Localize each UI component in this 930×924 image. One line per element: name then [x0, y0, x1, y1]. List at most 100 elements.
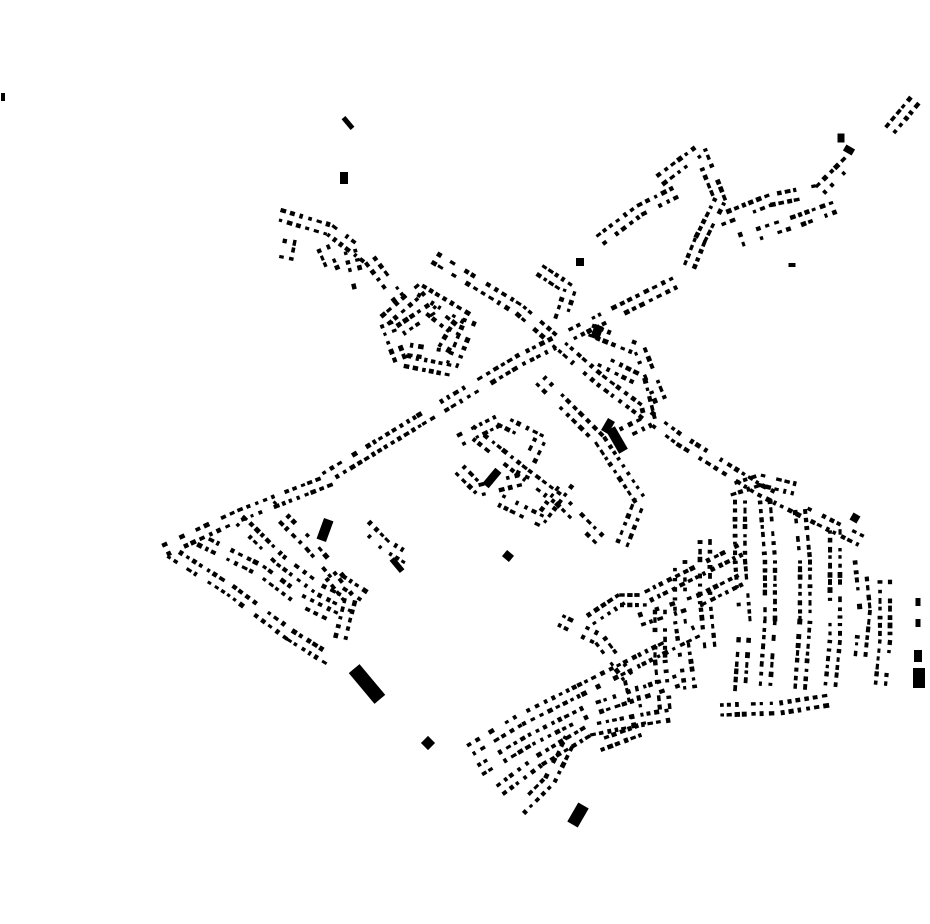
- building: [654, 669, 659, 676]
- building: [836, 648, 842, 654]
- building: [510, 752, 518, 759]
- building: [888, 605, 892, 612]
- building: [597, 362, 603, 368]
- building: [281, 554, 288, 561]
- building: [278, 254, 285, 259]
- building: [385, 306, 393, 314]
- building: [840, 534, 847, 541]
- building: [286, 220, 293, 227]
- building: [291, 485, 298, 492]
- building: [524, 760, 530, 767]
- building: [341, 116, 355, 130]
- building: [738, 552, 744, 559]
- building: [278, 520, 285, 527]
- building: [592, 606, 601, 614]
- building: [828, 555, 832, 559]
- building: [564, 397, 572, 405]
- building: [556, 716, 563, 723]
- building: [907, 109, 914, 116]
- building: [656, 695, 661, 702]
- building: [202, 521, 211, 529]
- building: [557, 348, 563, 355]
- building: [543, 499, 550, 506]
- building: [577, 424, 585, 432]
- building: [745, 661, 749, 668]
- building: [773, 598, 777, 605]
- building: [297, 539, 303, 545]
- building: [624, 403, 631, 410]
- building: [349, 608, 355, 615]
- building: [593, 629, 600, 636]
- building: [589, 732, 597, 737]
- building: [887, 622, 893, 629]
- building: [867, 602, 872, 609]
- building: [556, 304, 562, 310]
- building: [538, 340, 546, 347]
- building: [309, 553, 316, 559]
- building: [606, 426, 628, 454]
- building: [534, 521, 541, 527]
- building: [429, 415, 436, 422]
- building: [233, 560, 239, 567]
- building: [772, 550, 777, 555]
- building: [438, 360, 443, 366]
- building: [763, 607, 767, 613]
- building: [743, 677, 748, 684]
- building: [229, 547, 236, 554]
- building: [631, 339, 638, 346]
- building: [625, 512, 632, 520]
- building: [540, 790, 547, 797]
- building: [694, 441, 702, 449]
- building: [759, 701, 763, 706]
- building: [625, 687, 630, 694]
- building: [450, 319, 458, 327]
- building: [679, 668, 685, 673]
- building: [755, 195, 763, 203]
- building: [321, 659, 328, 666]
- building: [729, 217, 736, 224]
- building: [686, 642, 691, 648]
- building: [434, 291, 441, 298]
- building: [823, 681, 828, 686]
- building: [567, 500, 574, 507]
- building: [744, 573, 749, 580]
- building: [340, 606, 345, 613]
- building: [518, 513, 525, 519]
- building: [375, 276, 382, 282]
- building: [267, 623, 273, 629]
- building: [451, 313, 457, 319]
- building: [709, 596, 717, 603]
- building: [697, 583, 703, 587]
- building: [491, 440, 496, 445]
- building: [538, 505, 546, 513]
- building: [215, 527, 222, 534]
- building: [606, 743, 614, 750]
- building: [461, 441, 467, 447]
- building: [865, 626, 871, 633]
- building: [519, 735, 527, 742]
- building: [567, 483, 575, 490]
- building: [356, 459, 364, 466]
- building: [620, 346, 626, 351]
- building: [640, 492, 646, 498]
- building: [540, 760, 548, 767]
- building: [343, 251, 348, 256]
- building: [719, 580, 726, 586]
- building: [283, 525, 290, 532]
- building: [633, 723, 640, 729]
- building: [614, 727, 619, 733]
- building: [575, 351, 583, 359]
- building: [430, 359, 436, 364]
- building: [318, 485, 325, 492]
- building: [538, 777, 546, 784]
- building: [288, 498, 293, 504]
- building: [852, 560, 858, 565]
- building: [889, 115, 897, 122]
- building: [636, 651, 643, 658]
- building: [235, 522, 241, 528]
- building: [680, 607, 687, 614]
- building: [624, 365, 632, 372]
- building: [304, 532, 311, 538]
- building: [561, 614, 567, 619]
- building: [466, 483, 474, 491]
